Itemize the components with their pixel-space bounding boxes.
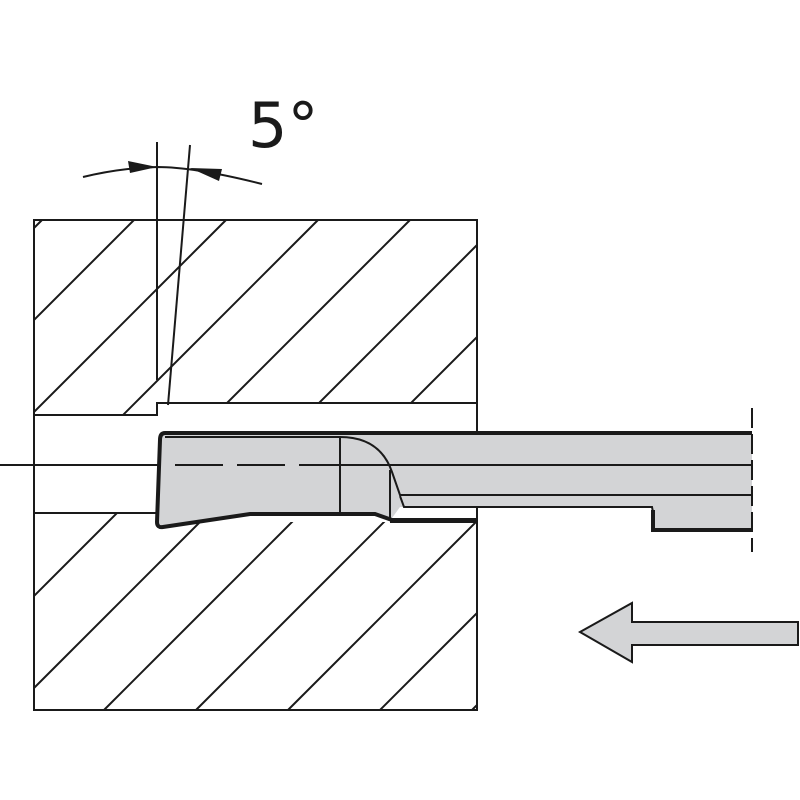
- feed-direction-arrow-icon: [577, 601, 799, 664]
- hatch-line: [0, 219, 135, 356]
- boring-tool: [0, 408, 753, 552]
- arrowhead-right-icon: [128, 161, 157, 173]
- angle-label: 5°: [248, 89, 319, 162]
- angle-dimension: [82, 142, 263, 406]
- arrowhead-left-icon: [190, 168, 222, 181]
- hatch-line: [0, 219, 227, 448]
